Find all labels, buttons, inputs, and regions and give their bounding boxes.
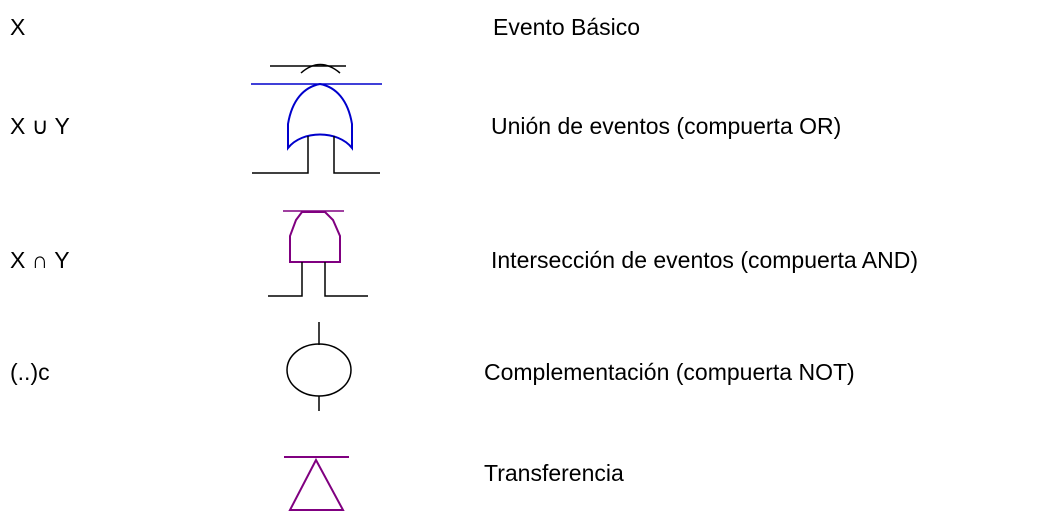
description-complement: Complementación (compuerta NOT)	[484, 359, 855, 385]
description-transfer: Transferencia	[484, 460, 624, 486]
not-gate-circle-icon	[286, 322, 352, 411]
transfer-triangle-icon	[284, 456, 349, 511]
basic-event-arc-icon	[270, 63, 346, 74]
notation-complement: (..)c	[10, 359, 50, 385]
and-gate-icon	[268, 210, 368, 297]
notation-union: X ∪ Y	[10, 113, 70, 139]
notation-intersection: X ∩ Y	[10, 247, 70, 273]
or-gate-icon	[251, 82, 382, 174]
notation-basic-event: X	[10, 14, 26, 40]
description-basic-event: Evento Básico	[493, 14, 641, 40]
description-union: Unión de eventos (compuerta OR)	[491, 113, 842, 139]
description-intersection: Intersección de eventos (compuerta AND)	[491, 247, 918, 273]
